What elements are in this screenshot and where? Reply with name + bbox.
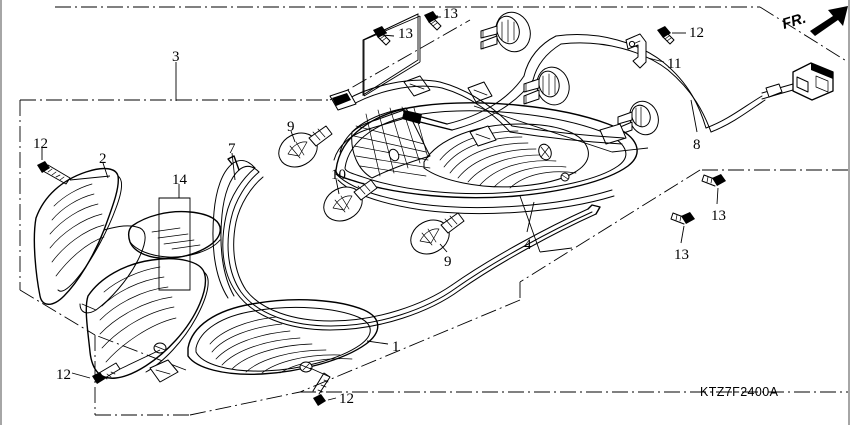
callout-10-bulb-center: 10 (331, 167, 346, 183)
fr-arrow-icon (810, 6, 848, 36)
center-lens-body (85, 258, 209, 383)
left-lens-part-2 (33, 167, 146, 314)
callout-11-wire-clamp: 11 (667, 56, 682, 72)
callout-13-screw-upper-left: 13 (398, 26, 413, 42)
reflector-part-14 (127, 210, 221, 259)
taillight-unit (329, 75, 638, 215)
screw-12-bottom-left (92, 362, 121, 384)
callout-9-bulb-lower: 9 (444, 254, 452, 270)
screw-12-top (657, 26, 675, 45)
callout-1-right-lens: 1 (392, 339, 400, 355)
callout-7-seal-gasket: 7 (228, 141, 236, 157)
callout-13-screw-right-upper: 13 (711, 208, 726, 224)
callout-12-screw-bottom-center: 12 (339, 391, 354, 407)
harness-connector (705, 62, 834, 133)
bulb-10-center (323, 179, 378, 222)
callout-14-reflector: 14 (172, 172, 187, 188)
callout-3-assembly-boundary: 3 (172, 49, 180, 65)
part-number-label: KTZ7F2400A (700, 385, 779, 399)
callout-4-taillight-unit: 4 (524, 237, 532, 253)
callout-8-wire-harness: 8 (693, 137, 701, 153)
callout-12-screw-top-right: 12 (689, 25, 704, 41)
screw-13-right-lower (670, 212, 695, 225)
screw-13-upper-a (424, 11, 442, 31)
callout-13-screw-upper: 13 (443, 6, 458, 22)
bulb-9-upper (278, 125, 333, 168)
leader-lines (41, 15, 719, 401)
screw-12-left (37, 161, 71, 185)
screw-13-right-upper (701, 174, 726, 187)
callout-13-screw-right-lower: 13 (674, 247, 689, 263)
callout-9-bulb-upper: 9 (287, 119, 295, 135)
right-lens-part-1 (187, 299, 379, 376)
bulb-9-lower (410, 212, 465, 255)
screw-12-bottom-center (312, 372, 331, 406)
callout-2-left-lens: 2 (99, 151, 107, 167)
seal-gasket-part-7 (212, 155, 601, 331)
callout-12-screw-left: 12 (33, 136, 48, 152)
callout-12-screw-bottom-left: 12 (56, 367, 71, 383)
wire-harness-assembly (333, 11, 834, 161)
